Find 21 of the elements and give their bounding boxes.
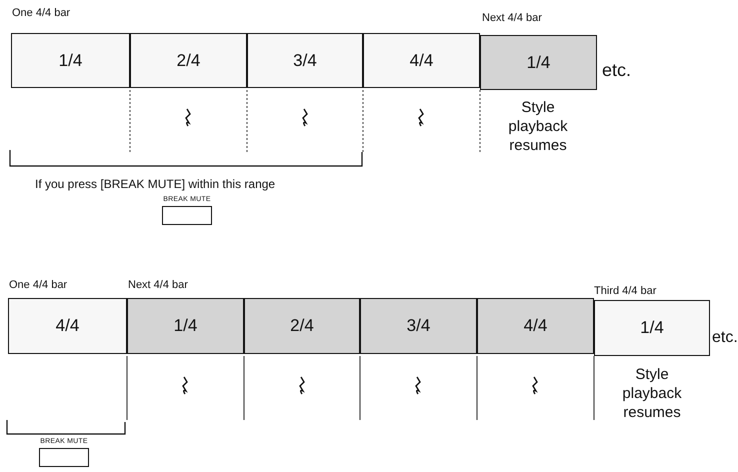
beat-cell: 4/4	[8, 298, 127, 354]
annotation-text: etc.	[712, 328, 738, 348]
beat-cell: 3/4	[360, 298, 477, 354]
beat-cell: 2/4	[244, 298, 360, 354]
beat-cell: 3/4	[247, 33, 363, 88]
beat-cell: 4/4	[363, 33, 480, 88]
annotation-text: One 4/4 bar	[12, 7, 70, 21]
annotation-text: One 4/4 bar	[9, 279, 68, 293]
beat-cell: 4/4	[477, 298, 594, 354]
annotation-text: etc.	[602, 59, 632, 82]
annotation-text: If you press [BREAK MUTE] within this range	[35, 177, 276, 192]
beat-cell: 2/4	[130, 33, 247, 88]
beat-cell: 1/4	[480, 35, 597, 90]
annotation-text: Third 4/4 bar	[594, 285, 656, 299]
annotation-text: Style playback resumes	[621, 366, 683, 422]
annotation-text: Next 4/4 bar	[482, 12, 542, 26]
beat-cell: 1/4	[11, 33, 130, 88]
beat-cell: 1/4	[127, 298, 244, 354]
beat-cell: 1/4	[594, 300, 710, 356]
annotation-text: Style playback resumes	[507, 99, 569, 156]
annotation-text: Next 4/4 bar	[128, 279, 188, 293]
